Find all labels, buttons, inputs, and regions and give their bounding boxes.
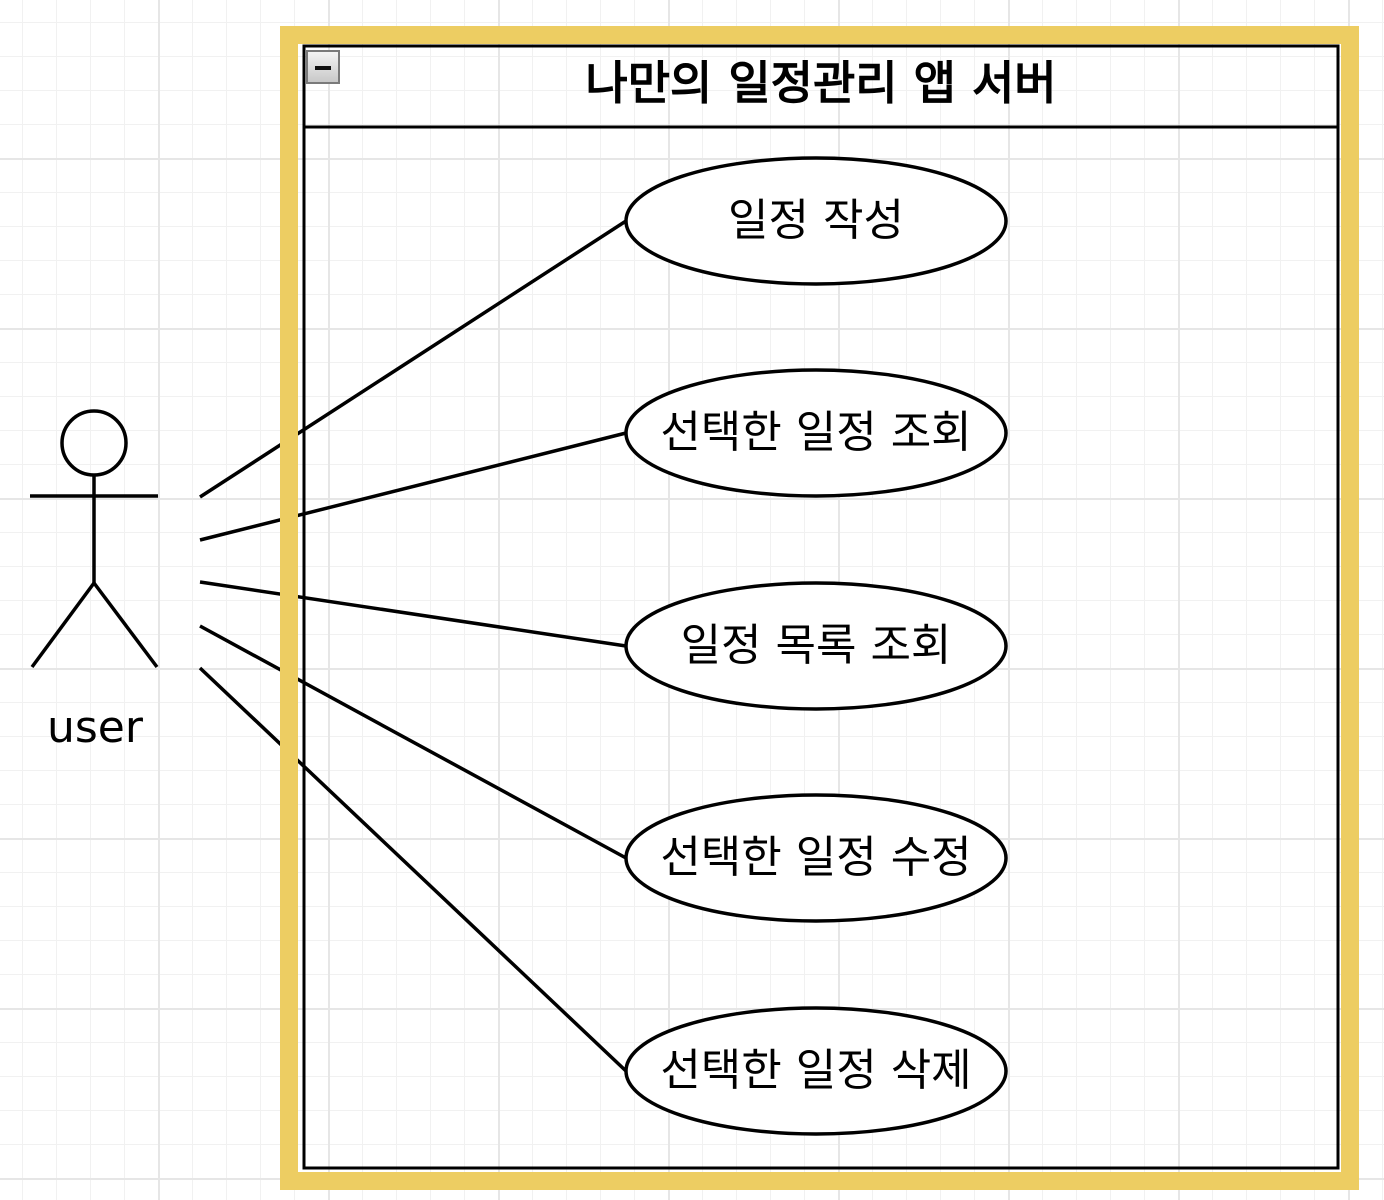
system-boundary[interactable] [302,44,1340,1170]
associations [198,219,628,1073]
association-line-view-selected[interactable] [199,431,627,542]
use-case-create-ellipse[interactable] [624,156,1008,286]
minus-icon [315,66,331,70]
use-case-view-list-ellipse[interactable] [624,581,1008,711]
use-case-create-label: 일정 작성 [728,195,904,246]
association-line-create[interactable] [199,219,627,499]
highlight-frame [280,26,1359,1190]
use-cases [624,156,1008,1136]
use-case-view-selected-ellipse[interactable] [624,368,1008,498]
use-case-view-selected-label: 선택한 일정 조회 [660,407,972,458]
actor-label: user [47,702,143,753]
system-title: 나만의 일정관리 앱 서버 [585,56,1057,110]
use-case-delete-label: 선택한 일정 삭제 [660,1045,972,1096]
actor-figure[interactable] [30,409,159,669]
actor-head [60,409,128,477]
association-line-view-list[interactable] [199,580,627,648]
association-line-edit[interactable] [199,624,627,860]
actor-right-leg [92,581,159,669]
use-case-view-list-label: 일정 목록 조회 [680,620,952,671]
association-line-delete[interactable] [198,666,628,1073]
actor-left-leg [30,581,96,669]
use-case-edit-label: 선택한 일정 수정 [660,832,972,883]
use-case-delete-ellipse[interactable] [624,1006,1008,1136]
use-case-edit-ellipse[interactable] [624,793,1008,923]
collapse-toggle-button[interactable] [306,50,340,84]
